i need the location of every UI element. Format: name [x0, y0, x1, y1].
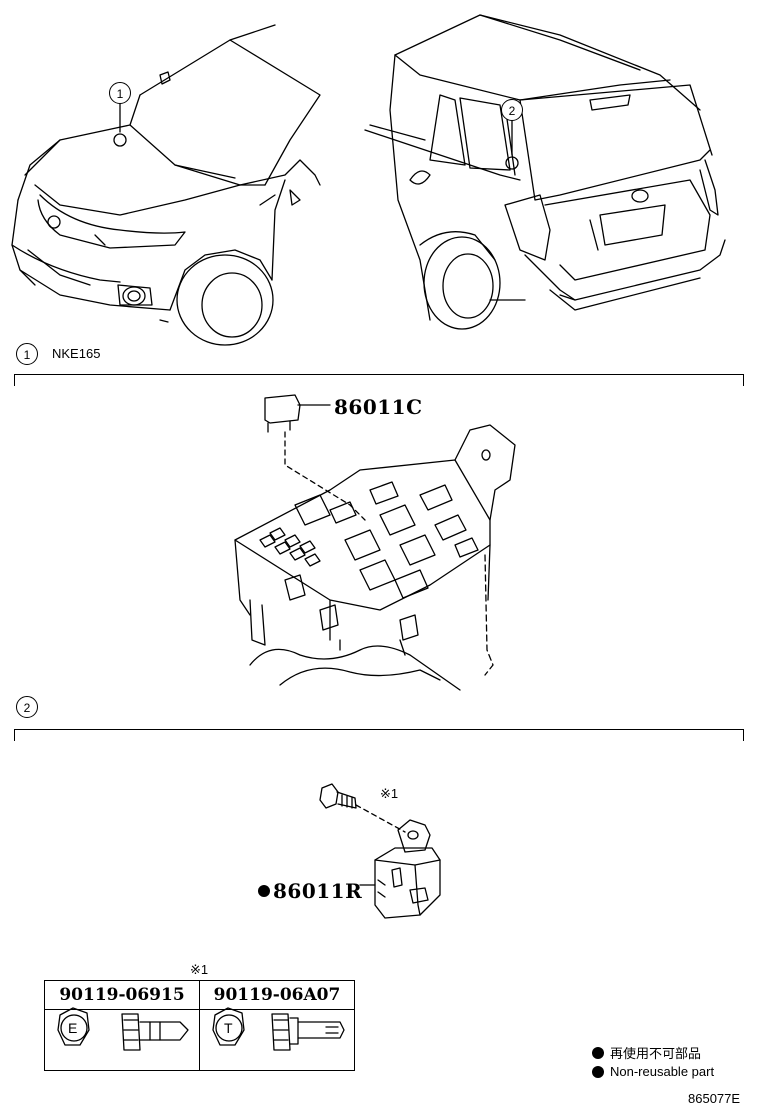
legend-dot-en — [592, 1065, 604, 1078]
legend-ja: 再使用不可部品 — [592, 1043, 701, 1062]
non-reusable-dot — [258, 885, 270, 897]
bolt-part-90119-06915[interactable]: 90119-06915 — [44, 980, 200, 1010]
section-1-callout: 1 — [16, 343, 38, 365]
bolt-table-note: ※1 — [190, 962, 209, 977]
callout-2-car: 2 — [501, 99, 523, 121]
section-1-bracket — [14, 374, 744, 386]
section-2-bracket — [14, 729, 744, 741]
legend-en: Non-reusable part — [592, 1064, 714, 1079]
part-number-86011c[interactable]: 86011C — [334, 395, 423, 419]
section-2-callout: 2 — [16, 696, 38, 718]
legend-dot-ja — [592, 1046, 604, 1059]
bolt-mark-e: E — [68, 1020, 78, 1036]
illustration-id: 865077E — [688, 1091, 741, 1106]
bolt-table: 90119-06915 90119-06A07 — [44, 980, 355, 1071]
bolt-e-cell — [44, 1009, 200, 1071]
callout-1-car: 1 — [109, 82, 131, 104]
legend-ja-text: 再使用不可部品 — [610, 1046, 702, 1061]
bolt-mark-t: T — [224, 1020, 233, 1036]
relay-block-drawing — [234, 394, 516, 691]
bolt-part-90119-06a07[interactable]: 90119-06A07 — [199, 980, 355, 1010]
bolt-t-cell — [199, 1009, 355, 1071]
legend-en-text: Non-reusable part — [610, 1064, 715, 1079]
car-front-view — [11, 24, 321, 346]
car-rear-view — [364, 14, 726, 330]
bolt-note-mark: ※1 — [380, 786, 399, 801]
part-86011r-label[interactable]: 86011R — [258, 879, 362, 903]
part-number-86011r: 86011R — [273, 879, 363, 903]
model-code: NKE165 — [52, 346, 101, 361]
relay-86011r-drawing — [319, 783, 441, 919]
